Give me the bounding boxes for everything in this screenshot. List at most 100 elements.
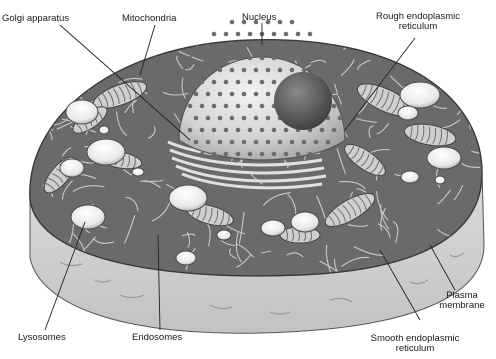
- nuclear-pore: [200, 32, 205, 37]
- er-membrane-stroke: [66, 61, 73, 76]
- vesicle: [87, 139, 125, 165]
- er-membrane-stroke: [78, 46, 85, 60]
- label-golgi-apparatus: Golgi apparatus: [2, 14, 69, 24]
- nuclear-pore: [254, 140, 259, 145]
- er-membrane-stroke: [468, 54, 473, 64]
- nuclear-pore: [236, 104, 241, 109]
- nuclear-pore: [326, 20, 331, 25]
- vesicle: [401, 171, 419, 183]
- nuclear-pore: [224, 80, 229, 85]
- er-membrane-stroke: [423, 69, 435, 78]
- nuclear-pore: [278, 68, 283, 73]
- nuclear-pore: [230, 116, 235, 121]
- nucleolus: [274, 72, 332, 130]
- nuclear-pore: [254, 44, 259, 49]
- vesicle: [60, 159, 84, 177]
- label-lysosomes: Lysosomes: [18, 333, 66, 343]
- nuclear-pore: [200, 80, 205, 85]
- nuclear-pore: [230, 140, 235, 145]
- nuclear-pore: [224, 104, 229, 109]
- vesicle: [99, 126, 109, 134]
- nuclear-pore: [194, 20, 199, 25]
- nuclear-pore: [320, 56, 325, 61]
- nuclear-pore: [332, 80, 337, 85]
- vesicle: [176, 251, 196, 265]
- nuclear-pore: [266, 92, 271, 97]
- er-membrane-stroke: [451, 45, 458, 61]
- er-membrane-stroke: [79, 81, 89, 91]
- nuclear-pore: [290, 68, 295, 73]
- nuclear-pore: [314, 20, 319, 25]
- nuclear-pore: [272, 128, 277, 133]
- label-nucleus: Nucleus: [242, 13, 276, 23]
- vesicle: [71, 205, 105, 229]
- er-membrane-stroke: [20, 155, 30, 159]
- nuclear-pore: [272, 32, 277, 37]
- nuclear-pore: [212, 56, 217, 61]
- nuclear-pore: [248, 128, 253, 133]
- nuclear-pore: [284, 56, 289, 61]
- nuclear-pore: [200, 128, 205, 133]
- nuclear-pore: [194, 92, 199, 97]
- nuclear-pore: [218, 140, 223, 145]
- er-membrane-stroke: [90, 19, 91, 48]
- nuclear-pore: [206, 44, 211, 49]
- nuclear-pore: [200, 104, 205, 109]
- er-membrane-stroke: [16, 118, 33, 128]
- nuclear-pore: [284, 128, 289, 133]
- label-rough-er-line2: reticulum: [368, 22, 468, 32]
- nuclear-pore: [260, 128, 265, 133]
- nuclear-pore: [260, 80, 265, 85]
- label-smooth-er: Smooth endoplasmic reticulum: [360, 334, 470, 354]
- nuclear-pore: [242, 44, 247, 49]
- er-membrane-stroke: [105, 19, 122, 46]
- nuclear-pore: [188, 128, 193, 133]
- er-membrane-stroke: [439, 80, 464, 91]
- er-membrane-stroke: [21, 259, 32, 270]
- nuclear-pore: [290, 44, 295, 49]
- nuclear-pore: [236, 32, 241, 37]
- nuclear-pore: [188, 32, 193, 37]
- nuclear-pore: [332, 32, 337, 37]
- nuclear-pore: [242, 68, 247, 73]
- nuclear-pore: [302, 68, 307, 73]
- nuclear-pore: [224, 128, 229, 133]
- nuclear-pore: [212, 152, 217, 157]
- nuclear-pore: [230, 20, 235, 25]
- er-membrane-stroke: [38, 94, 42, 125]
- vesicle: [435, 176, 445, 184]
- nuclear-pore: [332, 128, 337, 133]
- nuclear-pore: [278, 20, 283, 25]
- nuclear-pore: [266, 68, 271, 73]
- vesicle: [66, 100, 98, 124]
- nuclear-pore: [218, 44, 223, 49]
- label-endosomes: Endosomes: [132, 333, 182, 343]
- vesicle: [169, 185, 207, 211]
- nuclear-pore: [188, 80, 193, 85]
- nuclear-pore: [224, 32, 229, 37]
- nuclear-pore: [194, 68, 199, 73]
- nuclear-pore: [326, 68, 331, 73]
- nuclear-pore: [230, 92, 235, 97]
- nuclear-pore: [218, 116, 223, 121]
- nuclear-pore: [338, 92, 343, 97]
- nuclear-pore: [314, 44, 319, 49]
- nuclear-pore: [230, 68, 235, 73]
- nuclear-pore: [236, 80, 241, 85]
- nuclear-pore: [320, 32, 325, 37]
- nuclear-pore: [302, 44, 307, 49]
- nuclear-pore: [206, 92, 211, 97]
- nuclear-pore: [218, 68, 223, 73]
- vesicle: [398, 106, 418, 120]
- nuclear-pore: [194, 140, 199, 145]
- nuclear-pore: [218, 20, 223, 25]
- er-membrane-stroke: [77, 49, 90, 73]
- nuclear-pore: [206, 116, 211, 121]
- nuclear-pore: [248, 152, 253, 157]
- nuclear-pore: [314, 68, 319, 73]
- nuclear-pore: [236, 128, 241, 133]
- nuclear-pore: [296, 56, 301, 61]
- nuclear-pore: [248, 80, 253, 85]
- label-plasma-membrane: Plasma membrane: [428, 291, 496, 311]
